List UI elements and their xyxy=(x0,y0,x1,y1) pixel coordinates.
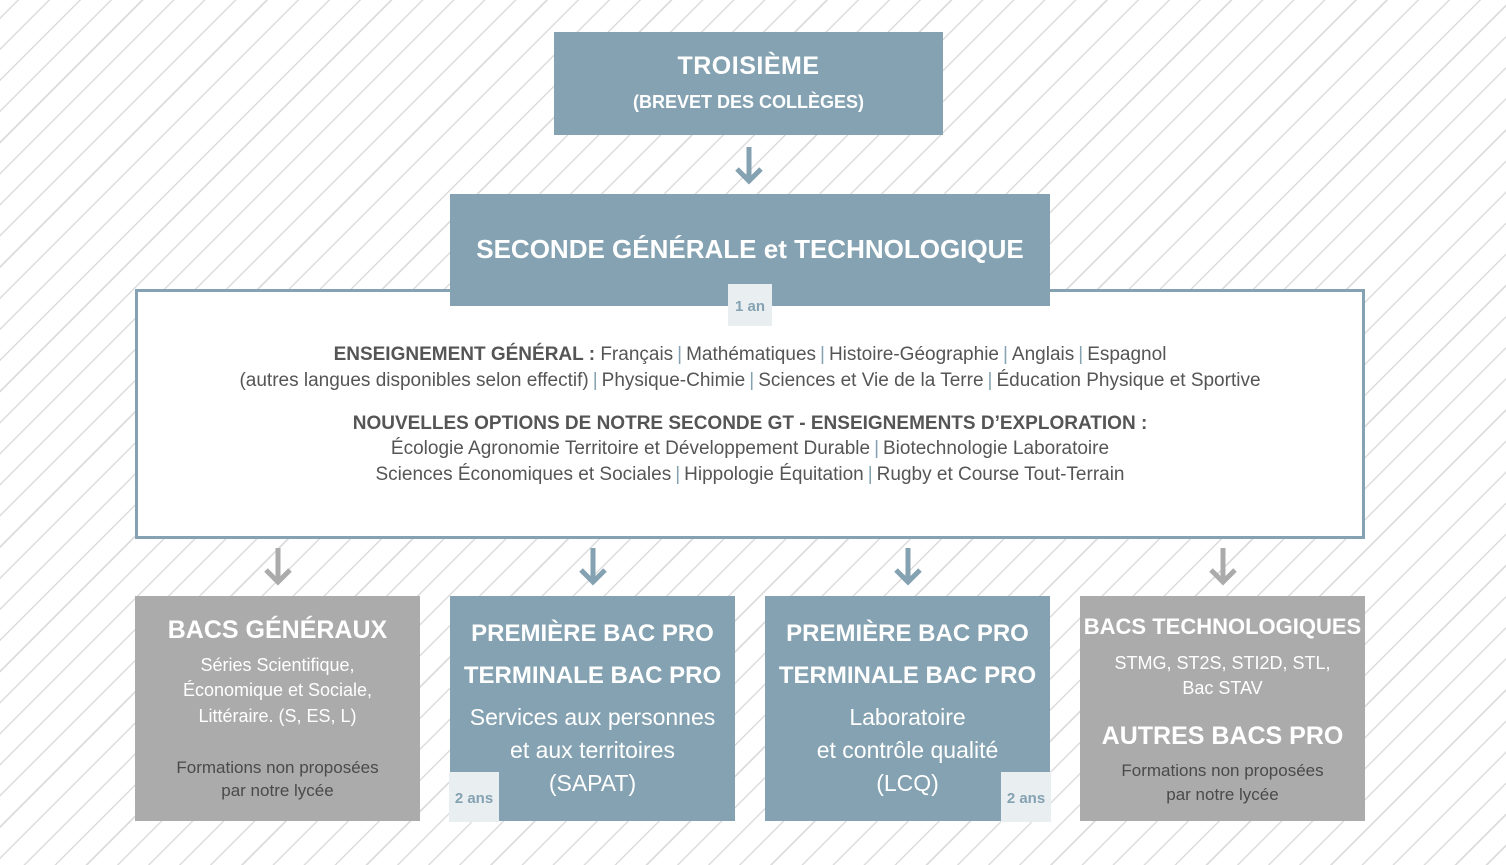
seconde-title: SECONDE GÉNÉRALE et TECHNOLOGIQUE xyxy=(476,234,1024,264)
bacs-generaux-note-line: par notre lycée xyxy=(221,781,334,800)
troisieme-box: TROISIÈME (BREVET DES COLLÈGES) xyxy=(554,32,943,135)
subject-francais: Français xyxy=(600,344,674,365)
enseignement-general-line2: (autres langues disponibles selon effect… xyxy=(239,370,1261,391)
arrow-down-icon xyxy=(263,548,293,586)
subject-histoire-geo: Histoire-Géographie xyxy=(828,344,999,365)
bacs-technologiques-box: BACS TECHNOLOGIQUES STMG, ST2S, STI2D, S… xyxy=(1080,596,1365,821)
subject-autres-langues: (autres langues disponibles selon effect… xyxy=(239,370,589,391)
bacs-generaux-title: BACS GÉNÉRAUX xyxy=(167,616,388,644)
option-biotech: Biotechnologie Laboratoire xyxy=(883,438,1110,459)
enseignement-general-line1: ENSEIGNEMENT GÉNÉRAL : Français|Mathémat… xyxy=(333,344,1167,365)
subject-eps: Éducation Physique et Sportive xyxy=(996,370,1261,391)
lcq-desc-line: Laboratoire xyxy=(849,704,966,730)
arrow-down-icon xyxy=(1208,548,1238,586)
lcq-title-terminale: TERMINALE BAC PRO xyxy=(778,662,1037,689)
autres-bacs-pro-title: AUTRES BACS PRO xyxy=(1101,722,1344,750)
options-label: NOUVELLES OPTIONS DE NOTRE SECONDE GT - … xyxy=(352,413,1148,434)
lcq-desc-line: et contrôle qualité xyxy=(816,737,999,763)
troisieme-title: TROISIÈME xyxy=(677,52,820,80)
bacs-generaux-desc-line: Littéraire. (S, ES, L) xyxy=(198,706,357,726)
sapat-desc-line: et aux territoires xyxy=(510,737,675,763)
bac-pro-sapat-box: PREMIÈRE BAC PRO TERMINALE BAC PRO Servi… xyxy=(450,596,735,821)
option-eatdd: Écologie Agronomie Territoire et Dévelop… xyxy=(390,438,871,459)
sapat-duration-tag: 2 ans xyxy=(449,772,499,822)
bacs-techno-title: BACS TECHNOLOGIQUES xyxy=(1083,614,1362,639)
troisieme-subtitle: (BREVET DES COLLÈGES) xyxy=(632,92,865,112)
option-hippologie: Hippologie Équitation xyxy=(684,464,864,485)
arrow-down-icon xyxy=(893,548,923,586)
lcq-duration-tag: 2 ans xyxy=(1001,772,1051,822)
arrow-down-icon xyxy=(578,548,608,586)
bacs-generaux-box: BACS GÉNÉRAUX Séries Scientifique, Écono… xyxy=(135,596,420,821)
sapat-title-premiere: PREMIÈRE BAC PRO xyxy=(471,620,714,647)
seconde-info-panel: ENSEIGNEMENT GÉNÉRAL : Français|Mathémat… xyxy=(135,289,1365,539)
subject-espagnol: Espagnol xyxy=(1087,344,1167,365)
lcq-title-premiere: PREMIÈRE BAC PRO xyxy=(786,620,1029,647)
arrow-down-icon xyxy=(734,147,764,185)
bacs-techno-note-line: Formations non proposées xyxy=(1121,761,1324,780)
sapat-desc-line: Services aux personnes xyxy=(469,704,716,730)
lcq-desc-line: (LCQ) xyxy=(876,770,939,796)
bacs-techno-desc-line: STMG, ST2S, STI2D, STL, xyxy=(1114,653,1331,673)
bacs-techno-note-line: par notre lycée xyxy=(1166,785,1279,804)
options-line1: Écologie Agronomie Territoire et Dévelop… xyxy=(390,438,1110,459)
option-rugby: Rugby et Course Tout-Terrain xyxy=(876,464,1125,485)
subject-physique-chimie: Physique-Chimie xyxy=(601,370,746,391)
bacs-techno-desc-line: Bac STAV xyxy=(1182,678,1263,698)
bacs-generaux-desc-line: Séries Scientifique, xyxy=(200,655,355,675)
options-label-line: NOUVELLES OPTIONS DE NOTRE SECONDE GT - … xyxy=(138,413,1362,435)
sapat-title-terminale: TERMINALE BAC PRO xyxy=(463,662,722,689)
bacs-generaux-note-line: Formations non proposées xyxy=(176,758,379,777)
subject-maths: Mathématiques xyxy=(686,344,817,365)
enseignement-general-label: ENSEIGNEMENT GÉNÉRAL : xyxy=(333,344,596,365)
bacs-generaux-desc-line: Économique et Sociale, xyxy=(182,680,373,700)
options-line2: Sciences Économiques et Sociales|Hippolo… xyxy=(375,464,1125,485)
sapat-desc-line: (SAPAT) xyxy=(548,770,637,796)
option-ses: Sciences Économiques et Sociales xyxy=(375,464,672,485)
subject-svt: Sciences et Vie de la Terre xyxy=(758,370,984,391)
subject-anglais: Anglais xyxy=(1011,344,1075,365)
seconde-duration-tag: 1 an xyxy=(728,284,772,326)
